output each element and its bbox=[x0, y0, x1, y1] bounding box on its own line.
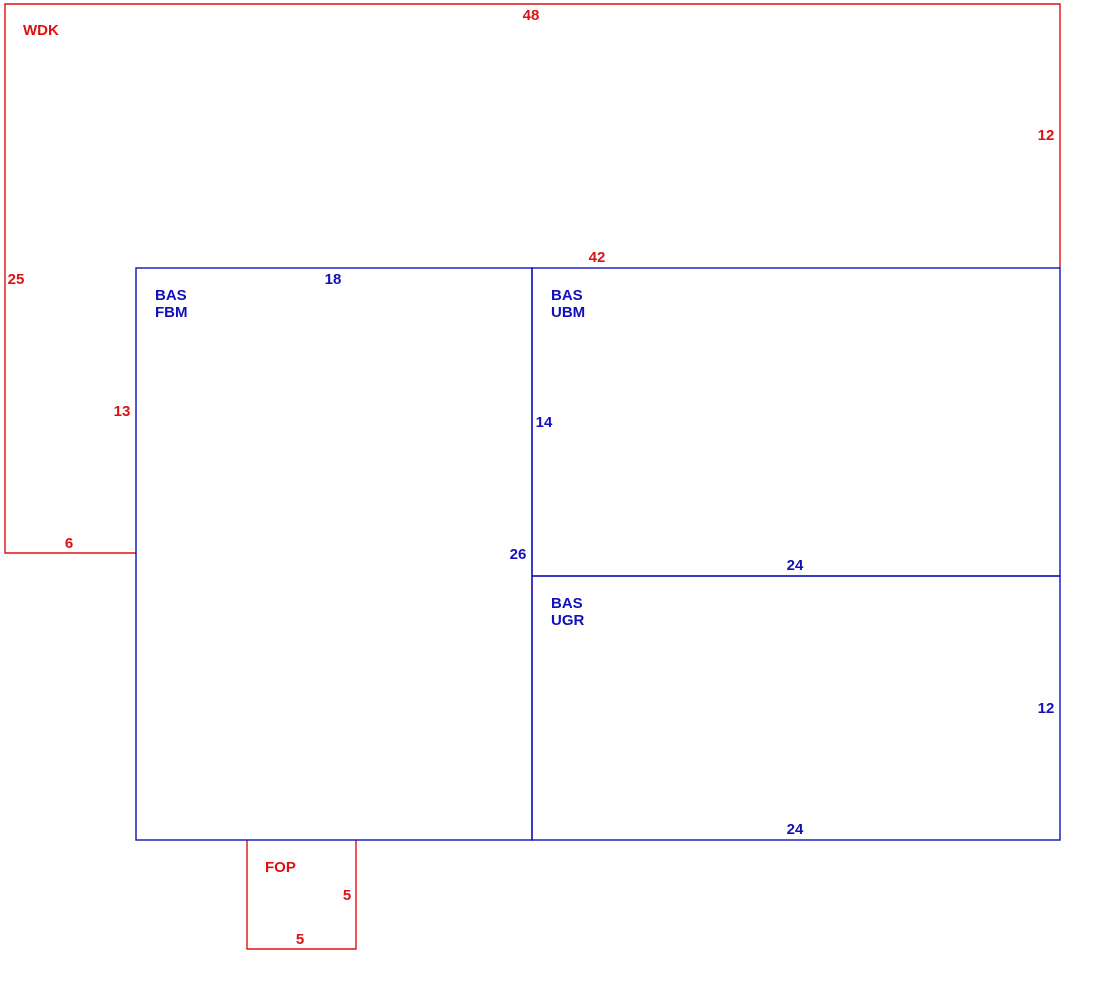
ugr-right-dimension: 12 bbox=[1038, 700, 1055, 717]
fop-bottom-dimension: 5 bbox=[296, 931, 304, 948]
wdk-area-label: WDK bbox=[23, 22, 59, 39]
wdk-inner-top-dimension: 42 bbox=[589, 249, 606, 266]
wdk-top-dimension: 48 bbox=[523, 7, 540, 24]
wdk-right-dimension: 12 bbox=[1038, 127, 1055, 144]
fbm-right-dimension: 26 bbox=[510, 546, 527, 563]
fop-area-label: FOP bbox=[265, 859, 296, 876]
wdk-left-dimension: 25 bbox=[8, 271, 25, 288]
ugr-bottom-dimension: 24 bbox=[787, 821, 804, 838]
ubm-left-dimension: 14 bbox=[536, 414, 553, 431]
fbm-area-label-line2: FBM bbox=[155, 304, 188, 321]
ubm-area-label-line2: UBM bbox=[551, 304, 585, 321]
fbm-area-label-line1: BAS bbox=[155, 287, 187, 304]
fop-right-dimension: 5 bbox=[343, 887, 351, 904]
ugr-area-label-line1: BAS bbox=[551, 595, 583, 612]
wdk-outline bbox=[4, 3, 1061, 554]
fop-outline bbox=[246, 840, 357, 950]
ugr-area-label-line2: UGR bbox=[551, 612, 585, 629]
ubm-area-label-line1: BAS bbox=[551, 287, 583, 304]
fbm-top-dimension: 18 bbox=[325, 271, 342, 288]
ubm-bottom-dimension: 24 bbox=[787, 557, 804, 574]
wdk-inner-left-dimension: 13 bbox=[114, 403, 131, 420]
wdk-bottom-dimension: 6 bbox=[65, 535, 73, 552]
ugr-outline bbox=[531, 575, 1061, 841]
